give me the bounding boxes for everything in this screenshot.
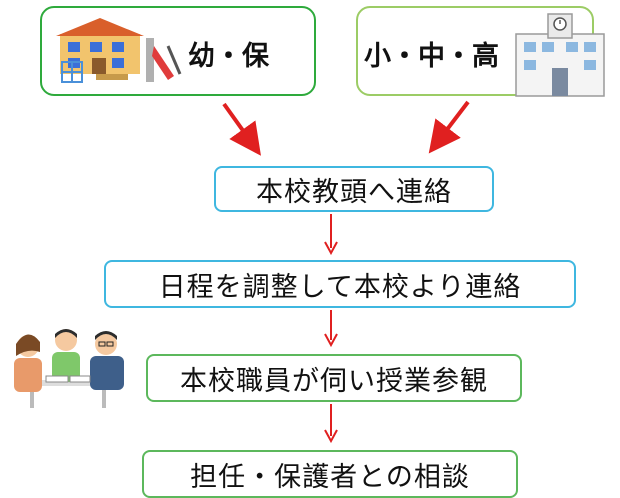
step-box-contact-vice-principal: 本校教頭へ連絡 [214,166,494,212]
step-box-consultation: 担任・保護者との相談 [142,450,518,498]
step-label-class-observation: 本校職員が伺い授業参観 [180,365,488,397]
step-label-consultation: 担任・保護者との相談 [190,461,470,493]
step-label-schedule-adjust: 日程を調整して本校より連絡 [158,271,522,303]
step-box-class-observation: 本校職員が伺い授業参観 [146,354,522,402]
source-card-kindergarten-label: 幼・保 [188,41,269,72]
source-card-school-label: 小・中・高 [364,41,499,72]
meeting-people-illustration [14,329,124,408]
school-building-icon [515,13,605,97]
kindergarten-building-icon [56,18,182,83]
step-box-schedule-adjust: 日程を調整して本校より連絡 [104,260,576,308]
step-label-contact-vice-principal: 本校教頭へ連絡 [256,176,452,208]
